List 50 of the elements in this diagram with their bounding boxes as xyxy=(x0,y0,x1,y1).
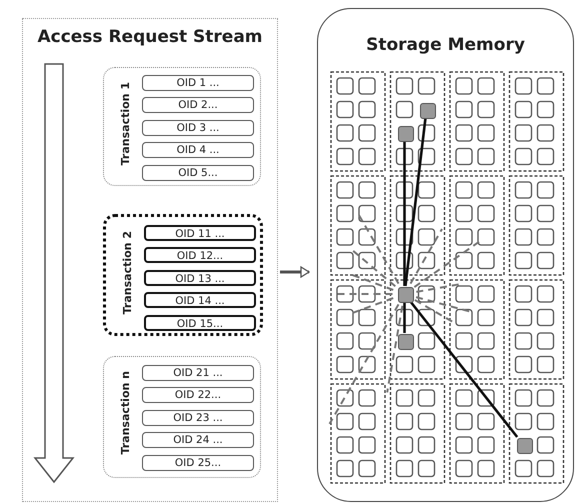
transaction-label: Transaction 2 xyxy=(121,231,134,314)
oid-label: OID 5... xyxy=(178,166,218,180)
transaction-label: Transaction 1 xyxy=(119,82,132,166)
oid-label: OID 11 ... xyxy=(175,227,225,241)
oid-box xyxy=(142,387,254,404)
oid-label: OID 2... xyxy=(178,98,218,112)
highlighted-cell xyxy=(420,102,436,118)
oid-box xyxy=(144,247,256,264)
transaction-label: Transaction n xyxy=(119,371,132,455)
oid-label: OID 3 ... xyxy=(176,120,220,135)
oid-box xyxy=(142,75,254,91)
highlighted-cell xyxy=(398,287,414,303)
oid-label: OID 24 ... xyxy=(173,433,223,448)
oid-box xyxy=(142,164,254,181)
transaction-group xyxy=(103,214,263,336)
highlighted-cell xyxy=(516,438,532,454)
connector-line xyxy=(403,302,406,333)
oid-box xyxy=(142,432,254,448)
oid-box xyxy=(142,410,254,426)
oid-box xyxy=(142,120,254,136)
highlighted-cell xyxy=(398,334,414,350)
connector-line xyxy=(403,141,406,286)
oid-box xyxy=(142,142,254,158)
oid-box xyxy=(142,365,254,381)
memory-panel xyxy=(317,8,574,502)
transaction-group xyxy=(103,356,261,478)
oid-box xyxy=(144,270,256,286)
highlighted-cell xyxy=(398,126,414,142)
oid-label: OID 1 ... xyxy=(176,76,220,90)
stream-panel xyxy=(22,18,278,502)
oid-box xyxy=(142,97,254,114)
oid-box xyxy=(144,314,256,331)
oid-label: OID 25... xyxy=(174,456,222,470)
oid-box xyxy=(142,454,254,471)
connector-line xyxy=(410,301,518,438)
oid-label: OID 4 ... xyxy=(176,143,220,158)
arrow xyxy=(280,266,310,278)
oid-label: OID 12... xyxy=(176,249,224,264)
transaction-group xyxy=(103,67,261,186)
oid-box xyxy=(144,225,256,241)
oid-label: OID 14 ... xyxy=(175,294,225,308)
oid-label: OID 23 ... xyxy=(173,410,223,425)
oid-label: OID 21 ... xyxy=(173,366,223,380)
oid-label: OID 15... xyxy=(176,316,224,331)
oid-label: OID 22... xyxy=(174,388,222,402)
oid-box xyxy=(144,292,256,308)
panel-title: Access Request Stream xyxy=(37,27,263,47)
panel-title: Storage Memory xyxy=(366,35,525,55)
oid-label: OID 13 ... xyxy=(175,272,225,286)
connector-line xyxy=(404,117,427,286)
